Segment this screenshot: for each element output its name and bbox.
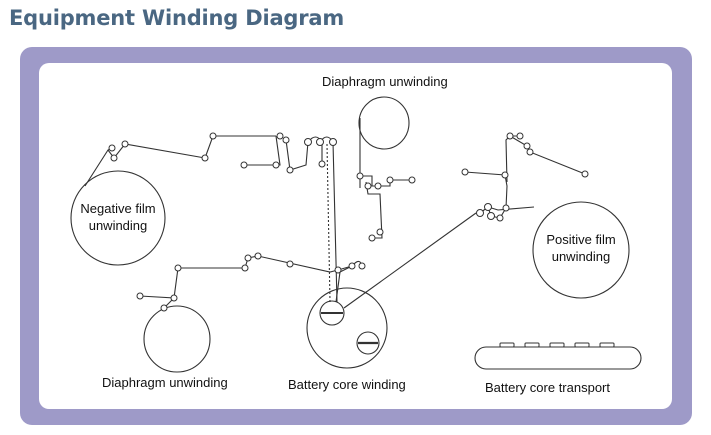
diaphragm-bottom-roll (143, 305, 211, 373)
diagram-frame (20, 47, 692, 425)
positive-film-path (343, 135, 586, 309)
label-diaphragm-bottom: Diaphragm unwinding (102, 375, 228, 390)
winding-mandrel (319, 300, 345, 326)
winding-drum (306, 287, 388, 369)
diaphragm-top-roll (358, 96, 410, 150)
transport-cells (499, 342, 615, 348)
label-negative-film: Negative film unwinding (68, 200, 168, 234)
label-negative-film-line2: unwinding (88, 218, 148, 233)
label-core-transport: Battery core transport (485, 380, 610, 395)
page-title: Equipment Winding Diagram (9, 6, 345, 30)
label-diaphragm-top: Diaphragm unwinding (322, 74, 448, 89)
diaphragm-top-path (359, 118, 412, 239)
label-core-winding: Battery core winding (288, 377, 406, 392)
diagram-panel (39, 63, 672, 409)
guide-rollers (108, 132, 589, 312)
transport-conveyor (474, 346, 642, 370)
negative-film-roll (70, 170, 166, 266)
label-positive-film-line2: unwinding (551, 249, 611, 264)
positive-film-roll (532, 201, 630, 299)
label-positive-film: Positive film unwinding (531, 231, 631, 265)
label-positive-film-line1: Positive film (546, 232, 616, 247)
winding-spare-mandrel (356, 331, 380, 355)
label-negative-film-line1: Negative film (80, 201, 156, 216)
